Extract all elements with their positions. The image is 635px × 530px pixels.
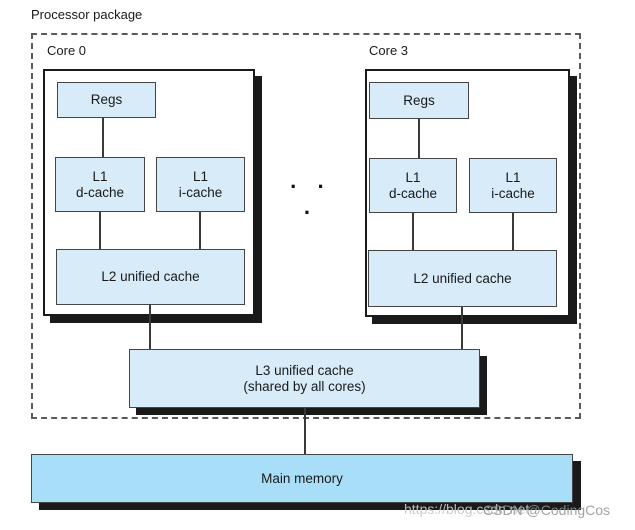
core-3-l1-dcache-box: L1 d-cache [369,158,457,213]
core-3-l1-icache-box: L1 i-cache [469,158,557,213]
core-3-l1d-line2: d-cache [388,185,438,201]
core-3-regs-box: Regs [369,82,469,119]
core-0-l1d-line2: d-cache [75,184,125,200]
core-3-l2-cache-box: L2 unified cache [368,250,557,307]
core-0-l2-cache-box: L2 unified cache [56,249,245,305]
core-3-l2-label: L2 unified cache [413,270,512,286]
core-0-l2-label: L2 unified cache [101,269,200,284]
watermark-handle: CSDN @CodingCos [483,502,611,518]
connector-core0-regs-l1d [102,118,104,157]
connector-core0-l1i-l2 [199,212,201,249]
core-3-l1i-line2: i-cache [491,185,535,201]
core-0-l1-icache-box: L1 i-cache [156,157,245,212]
core-0-l1-dcache-box: L1 d-cache [55,157,145,212]
core-0-l1i-line2: i-cache [178,184,223,200]
connector-core0-l1d-l2 [99,212,101,249]
core-3-l1d-line1: L1 [405,169,421,185]
core-0-l1i-line1: L1 [192,168,209,184]
core-0-label: Core 0 [47,43,87,58]
watermark-url: https://blog.csdn.net [404,501,530,517]
core-0-regs-label: Regs [90,92,123,107]
core-0-regs-box: Regs [57,82,156,118]
core-3-l1i-line1: L1 [505,169,521,185]
l3-cache-line1: L3 unified cache [255,362,354,378]
connector-core3-regs-l1d [418,119,420,158]
connector-core3-l1i-l2 [512,213,514,250]
ellipsis-dots: · · · [290,174,332,225]
main-memory-box: Main memory [31,454,573,503]
package-boundary [31,33,581,419]
main-memory-label: Main memory [261,470,343,486]
connector-core3-l2-l3 [461,307,463,349]
core-3-regs-label: Regs [403,92,435,108]
connector-core3-l1d-l2 [412,213,414,250]
processor-package-label: Processor package [31,7,143,22]
connector-core0-l2-l3 [149,305,151,349]
l3-cache-line2: (shared by all cores) [243,378,366,394]
core-3-label: Core 3 [369,43,409,58]
core-0-l1d-line1: L1 [92,168,108,184]
connector-l3-memory [304,408,306,454]
l3-cache-box: L3 unified cache (shared by all cores) [129,349,480,408]
